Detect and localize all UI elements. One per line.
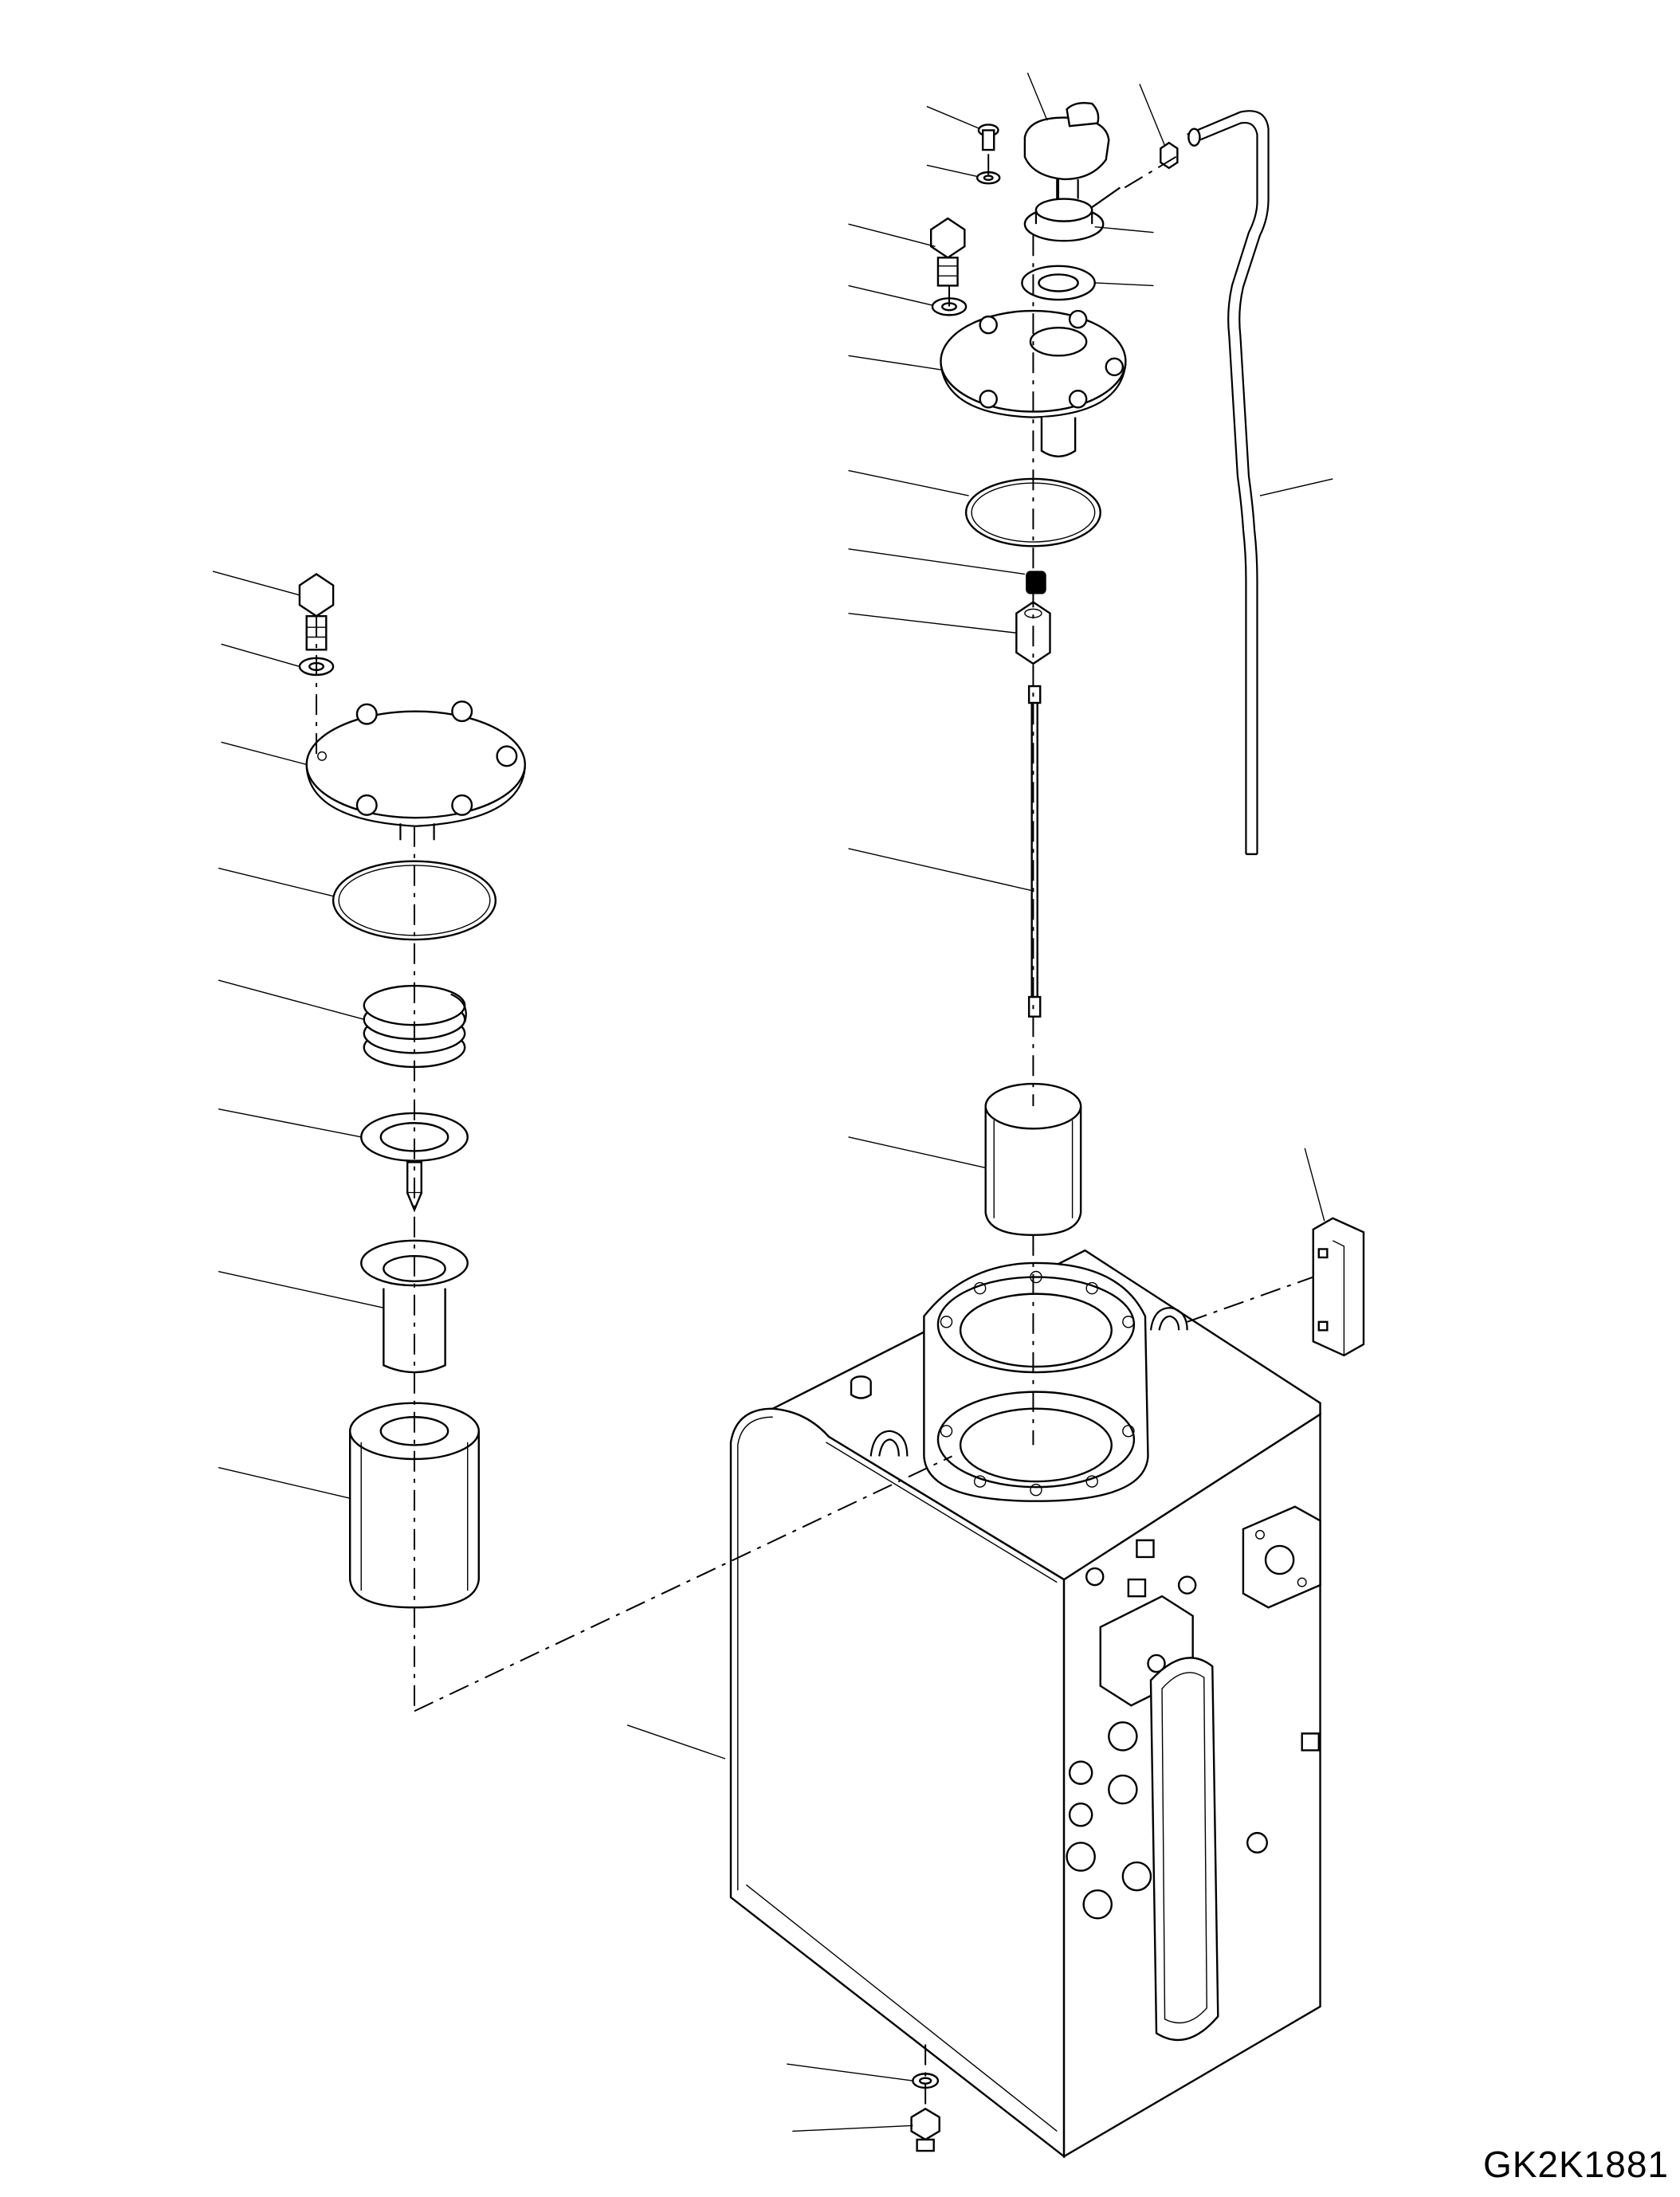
filler-flange xyxy=(1025,187,1120,241)
port-bosses xyxy=(1067,1540,1319,1918)
valve-plate xyxy=(361,1113,468,1210)
suction-strainer xyxy=(986,1084,1081,1235)
elbow-fitting xyxy=(1160,143,1177,168)
cap-screw xyxy=(979,124,999,150)
drawing-id: GK2K1881 xyxy=(1482,2144,1669,2185)
strainer-bolt xyxy=(931,218,964,285)
tank-body xyxy=(731,1250,1321,2156)
filter-cover-plate xyxy=(307,701,525,840)
center-lines xyxy=(316,154,1313,2109)
leader-lines xyxy=(213,73,1333,2131)
drain-plug xyxy=(912,2109,940,2151)
filter-cover-bolt xyxy=(300,574,333,649)
breather-cap xyxy=(1025,103,1109,198)
breather-hose xyxy=(1187,111,1269,854)
filter-case xyxy=(361,1241,468,1372)
bracket-block xyxy=(1313,1218,1364,1355)
strainer-rod xyxy=(1029,686,1040,1017)
spring-small xyxy=(1026,571,1046,594)
filler-gasket xyxy=(1022,266,1094,300)
